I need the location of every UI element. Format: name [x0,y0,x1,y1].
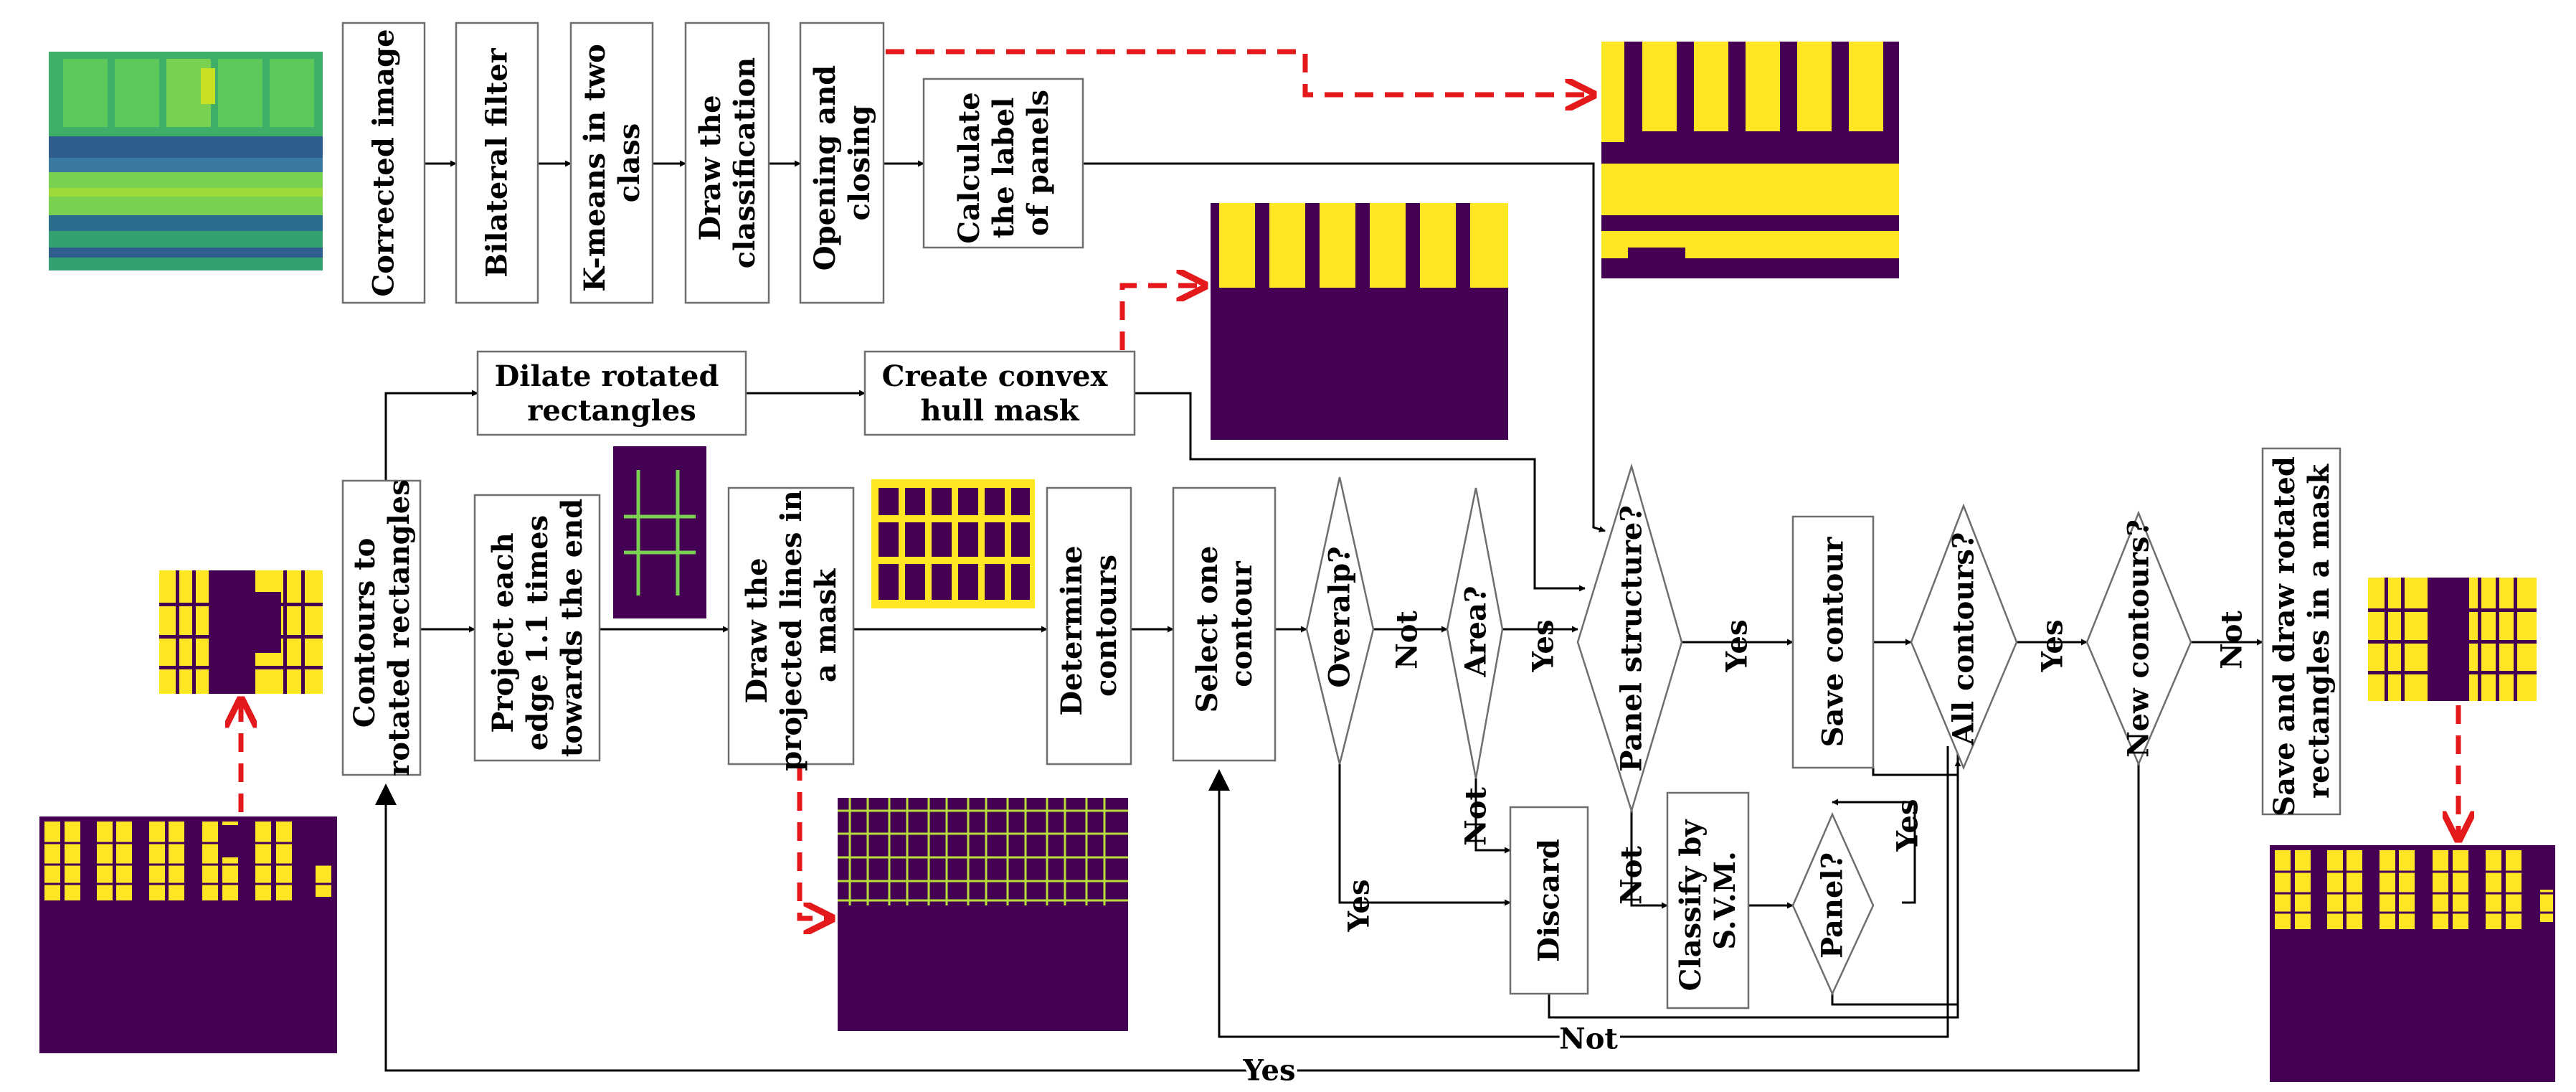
bilateral-filter-box [455,22,539,304]
save-draw-box [2261,447,2341,816]
panel-structure-decision [1576,463,1683,814]
draw-classification-label: Draw the classification [693,57,762,269]
kmeans-label: K-means in two class [578,34,646,291]
corrected-image-box [341,22,426,304]
edge-label-area-yes: Yes [1527,619,1561,672]
panel-label: Panel? [1816,852,1850,959]
save-contour-label: Save contour [1817,537,1850,748]
area-label: Area? [1459,586,1493,678]
final-mask-image [2270,845,2555,1082]
save-draw-label: Save and draw rotated rectangles in a ma… [2268,446,2336,816]
discard-box [1509,806,1589,995]
thermal-input-image [49,52,323,270]
draw-projected-box [727,486,855,766]
projected-lines-image [838,798,1128,1031]
convex-hull-box [863,350,1136,436]
projected-lines-mask-image [871,479,1035,608]
area-decision [1446,487,1504,779]
projected-edge-image [613,446,706,618]
determine-contours-box [1046,486,1132,766]
contours-to-rect-label: Contours to rotated rectangles [348,479,416,776]
calculate-label-label: Calculate the label of panels [952,82,1055,243]
all-contours-label: All contours? [1947,532,1981,746]
edge-label-panel-yes: Yes [1720,619,1754,672]
corrected-image-label: Corrected image [367,29,401,296]
classify-svm-label: Classify by S.V.M. [1674,810,1742,992]
saved-rectangles-image [2368,578,2537,701]
classification-mask-image [1601,42,1899,278]
select-contour-box [1172,486,1277,762]
edge-label-overlap-not: Not [1391,611,1424,669]
draw-classification-box [684,22,770,304]
edge-label-bottom-yes: Yes [1242,1054,1295,1088]
rotated-rectangles-image [159,570,323,694]
convex-hull-mask-image [1211,203,1508,440]
edge-label-bottom-not: Not [1559,1022,1618,1056]
new-contours-decision [2085,510,2192,767]
contours-to-rect-box [341,479,422,776]
project-edge-label: Project each edge 1.1 times towards the … [486,499,589,757]
edge-label-overlap-yes: Yes [1343,879,1376,932]
draw-projected-label: Draw the projected lines in a mask [740,480,843,771]
bilateral-filter-label: Bilateral filter [480,47,514,277]
save-contour-box [1791,515,1875,769]
edge-label-panel-not: Not [1615,846,1649,905]
new-contours-label: New contours? [2122,519,2156,758]
overlap-label: Overalp? [1323,546,1357,687]
opening-closing-box [799,22,885,304]
determine-contours-label: Determine contours [1055,535,1123,715]
contours-mask-image [39,816,337,1053]
all-contours-decision [1910,503,2018,771]
annotation-arrows [241,49,2458,918]
edge-label-area-not: Not [1459,787,1493,846]
flow-connectors [375,160,2263,1072]
convex-hull-label: Create convex hull mask [882,359,1118,428]
panel-decision [1791,811,1875,997]
project-edge-box [473,494,601,762]
kmeans-box [569,22,654,304]
edge-label-new-not: Not [2215,611,2249,669]
panel-structure-label: Panel structure? [1615,505,1649,772]
overlap-decision [1305,476,1375,765]
select-contour-label: Select one contour [1190,536,1259,713]
edge-label-all-yes: Yes [2036,619,2070,672]
edge-label-panelq-yes: Yes [1891,799,1925,852]
opening-closing-label: Opening and closing [808,55,876,270]
discard-label: Discard [1533,839,1566,962]
classify-svm-box [1666,791,1750,1009]
dilate-label: Dilate rotated rectangles [495,359,729,428]
calculate-label-box [922,77,1084,249]
dilate-box [476,350,747,436]
